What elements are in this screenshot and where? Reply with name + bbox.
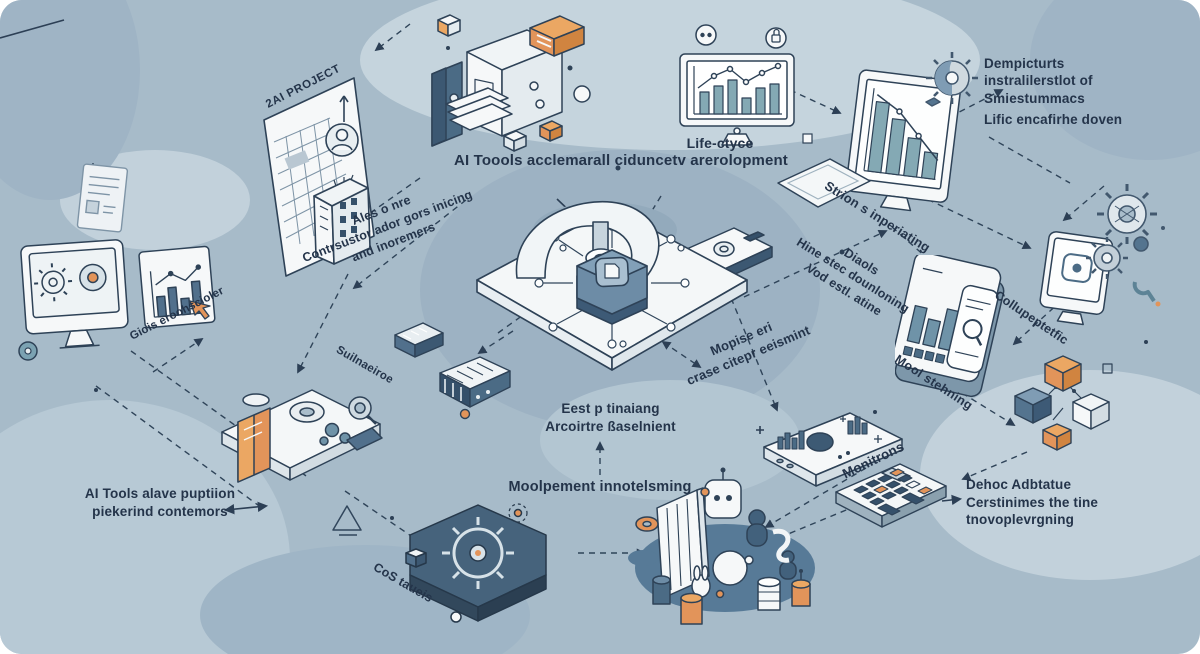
robot-icon [628,467,815,625]
label-moolpement: Moolpement innotelsming [508,479,692,495]
bar-chart-icon [138,245,216,329]
gear-icon [925,52,978,107]
cube-network-icon [1014,355,1113,451]
monitor-icon [18,239,129,361]
hand-cursor-icon [189,300,211,320]
document-icon [76,163,129,233]
keyboard-sheet-icon [777,158,871,208]
label-headline: AI Toools acclemarall ciduncetv arerolop… [454,152,788,169]
small-monitor-icon [1039,231,1114,326]
label-dehoc: Dehoc Adbtatue Cerstinimes the tine tnov… [966,477,1099,528]
label-top-right-block: Dempicturts instralilerstlot of Smiestum… [984,56,1093,106]
label-top-right-sub: Lific encafirhe doven [984,112,1123,127]
label-est-planning: Eest p tinaiang Arcoirtre ßaselnient [545,401,676,435]
line-chart-monitor-icon [679,24,795,146]
label-ai-tools-left: AI Tools alave puptiion piekerind contem… [84,486,236,520]
triangle-icon [332,505,362,536]
chip-icon [394,322,511,420]
model-card-icon [895,255,1005,398]
machine-icon [431,14,591,152]
gear-hexagon-icon [405,503,547,623]
label-lifecycle: Life-ctyce [686,135,754,151]
gear-icon [1086,184,1165,307]
